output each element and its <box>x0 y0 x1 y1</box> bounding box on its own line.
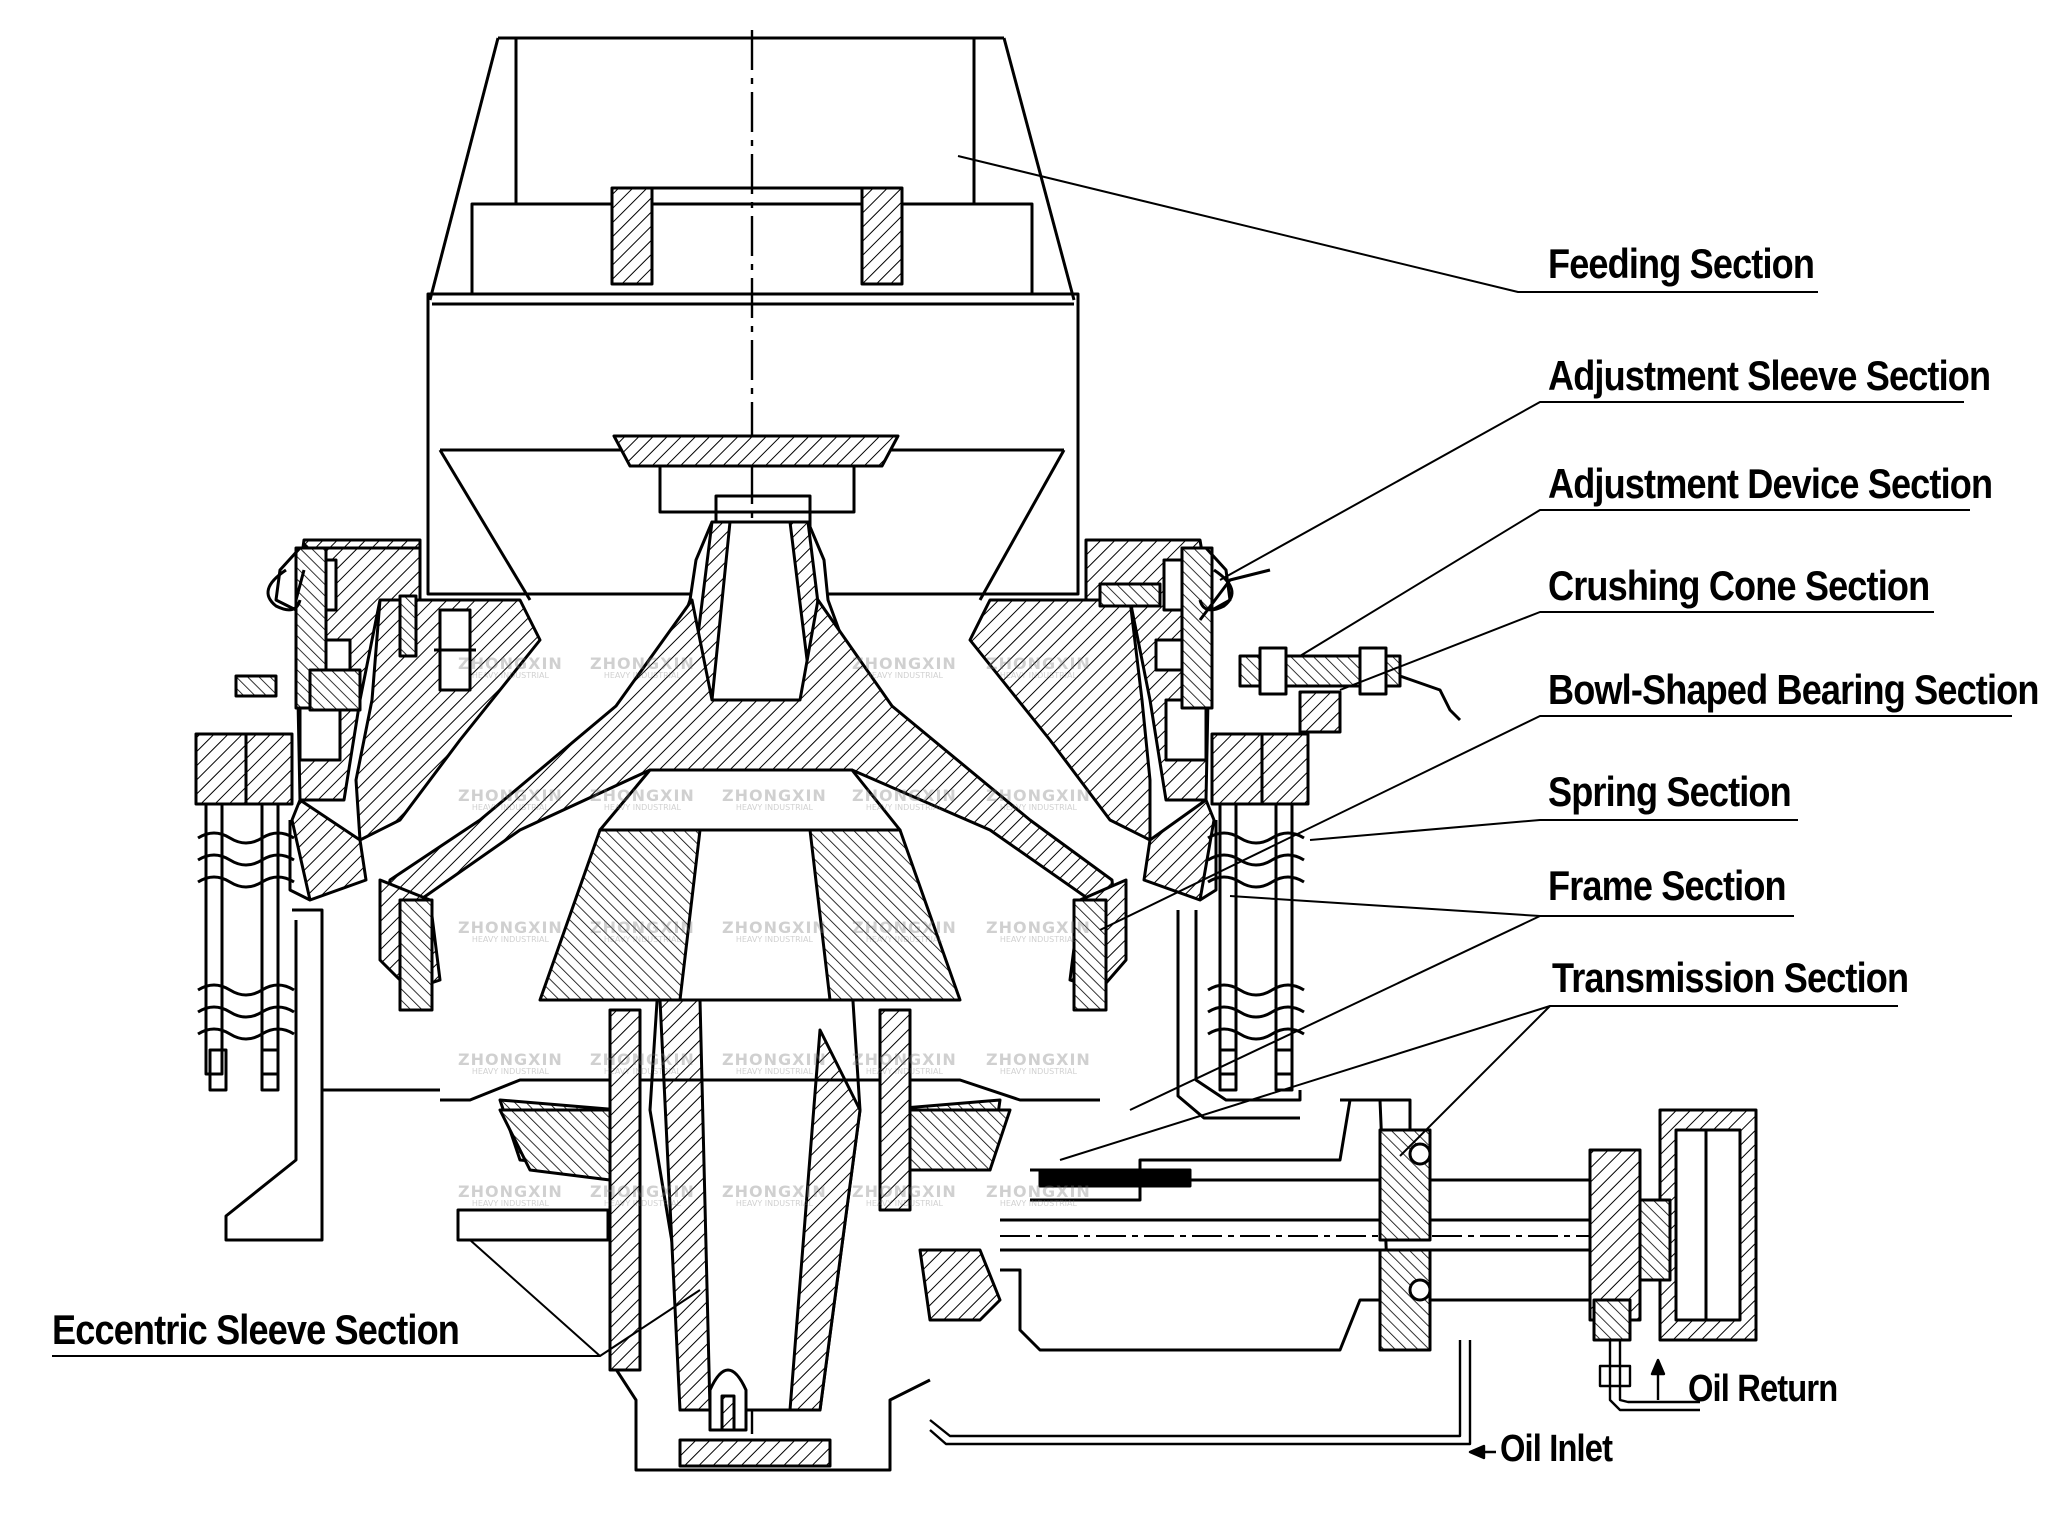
distribution-plate <box>612 434 900 528</box>
label-adjustment-device-section: Adjustment Device Section <box>1548 460 1993 507</box>
label-transmission-section: Transmission Section <box>1552 954 1909 1001</box>
label-oil-inlet: Oil Inlet <box>1500 1428 1613 1470</box>
label-spring-section: Spring Section <box>1548 768 1792 815</box>
crushing-cone <box>382 598 1118 1002</box>
eccentric-housing <box>498 1008 1012 1472</box>
label-frame-section: Frame Section <box>1548 862 1787 909</box>
frame-upper <box>288 798 1218 1012</box>
left-top-bracket <box>234 568 476 712</box>
springs-left <box>194 732 295 1092</box>
label-eccentric-sleeve-section: Eccentric Sleeve Section <box>52 1306 460 1353</box>
label-crushing-cone-section: Crushing Cone Section <box>1548 562 1930 609</box>
transmission <box>918 1098 1758 1352</box>
right-top-bracket <box>1098 568 1234 612</box>
springs-right <box>1207 732 1310 1092</box>
label-adjustment-sleeve-section: Adjustment Sleeve Section <box>1548 352 1991 399</box>
label-bowl-bearing-section: Bowl-Shaped Bearing Section <box>1548 666 2039 713</box>
label-feeding-section: Feeding Section <box>1548 240 1815 287</box>
adjustment-device <box>1198 568 1462 734</box>
bowl-liner-right <box>968 538 1212 842</box>
label-oil-return: Oil Return <box>1688 1368 1838 1410</box>
oil-lines <box>929 1340 1700 1460</box>
leader-lines <box>52 155 2012 1357</box>
